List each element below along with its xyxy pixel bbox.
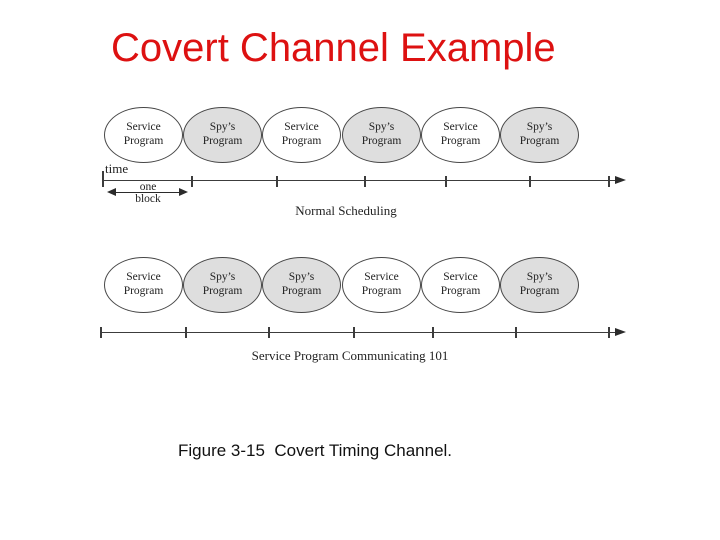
slide-title: Covert Channel Example — [111, 26, 556, 70]
ellipse-service-program: Service Program — [342, 257, 421, 313]
tick-mark — [529, 176, 531, 187]
ellipse-label: Service Program — [123, 121, 164, 147]
tick-mark — [353, 327, 355, 338]
ellipse-label: Service Program — [281, 121, 322, 147]
ellipse-spys-program: Spy’s Program — [342, 107, 421, 163]
tick-mark — [445, 176, 447, 187]
tick-mark — [608, 327, 610, 338]
tick-mark — [608, 176, 610, 187]
arrow-shaft — [112, 191, 183, 193]
tick-mark — [185, 327, 187, 338]
ellipse-label: Spy’s Program — [361, 121, 402, 147]
ellipse-label: Service Program — [361, 271, 402, 297]
timeline-1-line — [102, 180, 616, 181]
ellipse-service-program: Service Program — [104, 257, 183, 313]
tick-mark — [102, 171, 104, 187]
one-block-label-bottom: block — [135, 193, 161, 205]
tick-mark — [276, 176, 278, 187]
ellipse-label: Service Program — [440, 271, 481, 297]
arrowhead-left — [107, 188, 116, 196]
tick-mark — [191, 176, 193, 187]
tick-mark — [268, 327, 270, 338]
ellipse-service-program: Service Program — [421, 107, 500, 163]
ellipse-spys-program: Spy’s Program — [500, 107, 579, 163]
figure-caption: Figure 3-15 Covert Timing Channel. — [178, 441, 453, 460]
ellipse-label: Service Program — [123, 271, 164, 297]
ellipse-label: Spy’s Program — [281, 271, 322, 297]
normal-scheduling-caption: Normal Scheduling — [295, 203, 397, 218]
ellipse-label: Spy’s Program — [202, 271, 243, 297]
ellipse-label: Spy’s Program — [519, 121, 560, 147]
ellipse-label: Service Program — [440, 121, 481, 147]
one-block-span-arrow — [107, 188, 188, 197]
communicating-101-caption: Service Program Communicating 101 — [251, 348, 449, 363]
tick-mark — [515, 327, 517, 338]
timeline-2-arrowhead — [615, 328, 626, 337]
ellipse-label: Spy’s Program — [202, 121, 243, 147]
ellipse-spys-program: Spy’s Program — [183, 107, 262, 163]
timeline-1-arrowhead — [615, 176, 626, 185]
time-axis-label: time — [105, 161, 129, 176]
ellipse-spys-program: Spy’s Program — [262, 257, 341, 313]
ellipse-service-program: Service Program — [262, 107, 341, 163]
ellipse-service-program: Service Program — [104, 107, 183, 163]
covert-timing-channel-diagram: Service Program Spy’s Program Service Pr… — [100, 107, 626, 363]
ellipse-spys-program: Spy’s Program — [500, 257, 579, 313]
tick-mark — [100, 327, 102, 338]
ellipse-label: Spy’s Program — [519, 271, 560, 297]
ellipse-spys-program: Spy’s Program — [183, 257, 262, 313]
one-block-label-top: one — [139, 181, 157, 193]
tick-mark — [432, 327, 434, 338]
arrowhead-right — [179, 188, 188, 196]
timeline-2-line — [100, 332, 616, 333]
tick-mark — [364, 176, 366, 187]
ellipse-service-program: Service Program — [421, 257, 500, 313]
